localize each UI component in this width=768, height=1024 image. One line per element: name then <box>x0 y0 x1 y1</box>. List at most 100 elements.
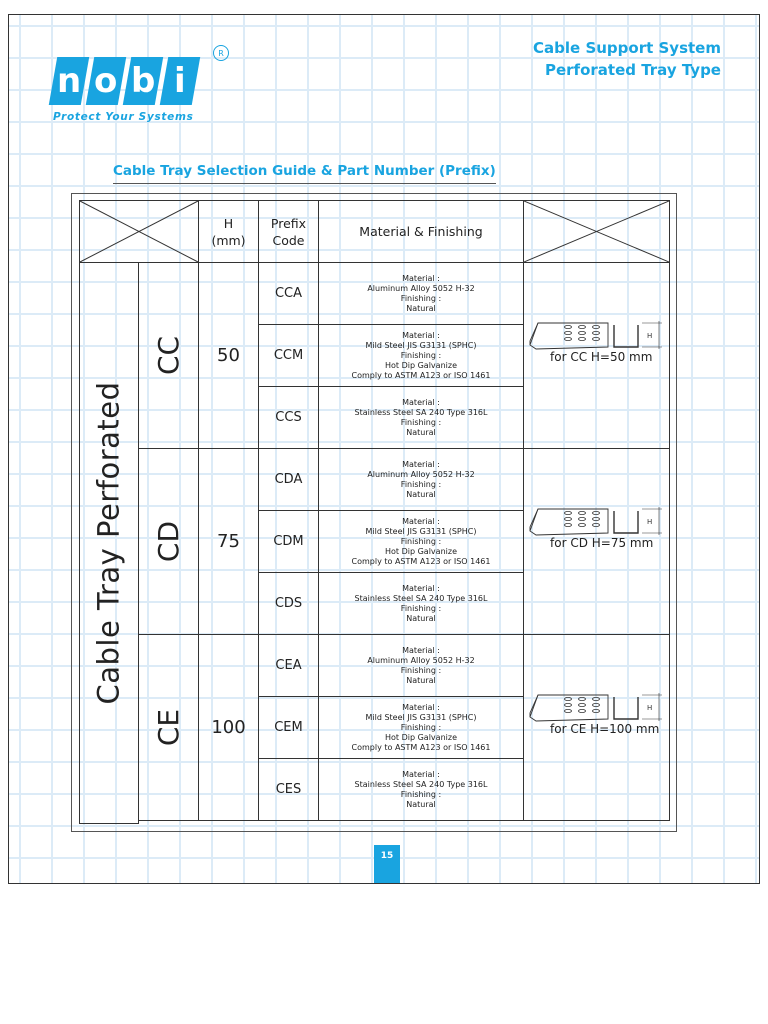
catalog-page: n o b i R Protect Your Systems Cable Sup… <box>8 14 760 884</box>
material-line: Material : <box>402 330 440 340</box>
material-line: Aluminum Alloy 5052 H-32 <box>367 283 475 293</box>
perforation-hole <box>578 330 586 335</box>
material-line: Natural <box>406 675 436 685</box>
prefix-code-cell: CDS <box>258 572 319 635</box>
dim-label: H <box>647 704 652 712</box>
tray-profile <box>613 697 639 720</box>
prefix-code: CDA <box>274 472 303 487</box>
cross-icon <box>80 201 198 262</box>
perforation-hole <box>578 702 586 707</box>
section-title: Cable Tray Selection Guide & Part Number… <box>113 163 496 184</box>
material-cell: Material :Stainless Steel SA 240 Type 31… <box>318 386 524 449</box>
material-line: Stainless Steel SA 240 Type 316L <box>354 779 488 789</box>
perforation-hole <box>564 522 572 527</box>
perforation-hole <box>578 336 586 341</box>
tray-flange <box>529 322 539 345</box>
prefix-code: CES <box>275 782 302 797</box>
material-line: Hot Dip Galvanize <box>385 546 457 556</box>
material-line: Natural <box>406 489 436 499</box>
material-line: Material : <box>402 645 440 655</box>
dim-label: H <box>647 518 652 526</box>
material-line: Finishing : <box>400 665 442 675</box>
perforation-hole <box>578 516 586 521</box>
tray-caption: for CE H=100 mm <box>550 722 660 736</box>
series-height: 50 <box>198 262 259 449</box>
material-line: Aluminum Alloy 5052 H-32 <box>367 655 475 665</box>
material-line: Finishing : <box>400 722 442 732</box>
header-h-unit: (mm) <box>211 232 246 248</box>
material-line: Finishing : <box>400 417 442 427</box>
tray-perforated-icon: H <box>529 507 662 536</box>
prefix-code-cell: CDA <box>258 448 319 511</box>
prefix-code: CCS <box>275 410 302 425</box>
perforation-hole <box>592 708 600 713</box>
series-name: CC <box>151 335 185 376</box>
header-h-label: H <box>223 215 234 231</box>
material-line: Natural <box>406 799 436 809</box>
perforation-hole <box>592 325 600 330</box>
perforation-hole <box>578 708 586 713</box>
material-line: Comply to ASTM A123 or ISO 1461 <box>351 742 491 752</box>
perforation-hole <box>592 511 600 516</box>
perforation-hole <box>564 708 572 713</box>
logo-letter-box: i <box>159 57 201 105</box>
tray-perforated-icon: H <box>529 321 662 350</box>
perforation-hole <box>592 702 600 707</box>
material-line: Finishing : <box>400 536 442 546</box>
tray-side-outline <box>529 694 609 722</box>
logo-letter-box: b <box>122 57 164 105</box>
series-name: CE <box>152 708 185 747</box>
prefix-code: CDS <box>274 596 303 611</box>
material-line: Natural <box>406 303 436 313</box>
series-cell-ce: CE <box>138 634 199 821</box>
material-line: Material : <box>402 459 440 469</box>
prefix-code-cell: CES <box>258 758 319 821</box>
prefix-code-cell: CEM <box>258 696 319 759</box>
logo-letter-box: n <box>48 57 90 105</box>
prefix-code: CCA <box>274 286 303 301</box>
prefix-code-cell: CEA <box>258 634 319 697</box>
header-line-1: Cable Support System <box>533 39 721 57</box>
logo-letter-box: o <box>85 57 127 105</box>
prefix-code-cell: CDM <box>258 510 319 573</box>
material-line: Hot Dip Galvanize <box>385 360 457 370</box>
tray-flange <box>529 508 539 531</box>
prefix-code: CDM <box>273 534 304 549</box>
brand-tagline: Protect Your Systems <box>53 111 194 123</box>
perforation-hole <box>564 325 572 330</box>
table-frame <box>71 193 677 832</box>
material-line: Material : <box>402 702 440 712</box>
material-line: Comply to ASTM A123 or ISO 1461 <box>351 370 491 380</box>
material-line: Hot Dip Galvanize <box>385 732 457 742</box>
perforation-hole <box>592 330 600 335</box>
perforation-hole <box>564 336 572 341</box>
header-prefix-label: Prefix <box>270 215 307 231</box>
registered-mark-icon: R <box>213 45 229 61</box>
material-line: Mild Steel JIS G3131 (SPHC) <box>365 526 477 536</box>
series-cell-cc: CC <box>138 262 199 449</box>
material-line: Stainless Steel SA 240 Type 316L <box>354 593 488 603</box>
material-line: Finishing : <box>400 350 442 360</box>
prefix-code-cell: CCM <box>258 324 319 387</box>
perforation-hole <box>592 522 600 527</box>
nobi-logo: n o b i <box>48 57 213 137</box>
header-material: Material & Finishing <box>318 200 524 263</box>
material-line: Finishing : <box>400 293 442 303</box>
material-cell: Material :Stainless Steel SA 240 Type 31… <box>318 758 524 821</box>
tray-profile <box>613 511 639 534</box>
material-line: Finishing : <box>400 479 442 489</box>
prefix-code: CEM <box>274 720 303 735</box>
material-line: Material : <box>402 273 440 283</box>
tray-side-outline <box>529 508 609 536</box>
material-cell: Material :Mild Steel JIS G3131 (SPHC)Fin… <box>318 696 524 759</box>
material-line: Comply to ASTM A123 or ISO 1461 <box>351 556 491 566</box>
series-height: 75 <box>198 448 259 635</box>
material-cell: Material :Mild Steel JIS G3131 (SPHC)Fin… <box>318 324 524 387</box>
page-header: Cable Support System Perforated Tray Typ… <box>533 37 721 81</box>
material-line: Material : <box>402 769 440 779</box>
series-height-value: 100 <box>211 717 246 738</box>
tray-profile <box>613 325 639 348</box>
prefix-code-cell: CCS <box>258 386 319 449</box>
